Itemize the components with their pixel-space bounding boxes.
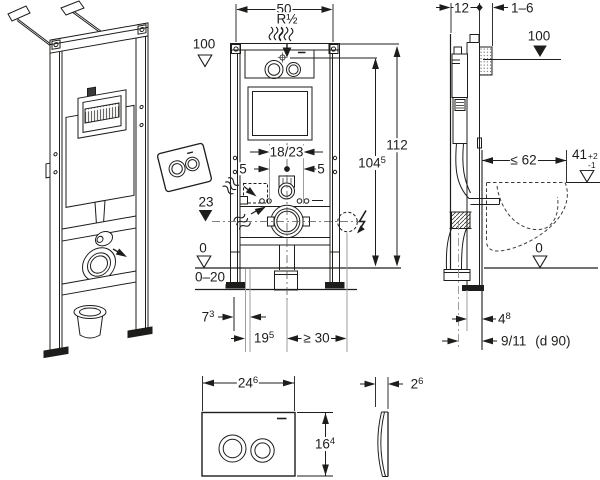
wc-bowl-outline <box>486 182 568 252</box>
dim-outlet-depth: 9/11(d 90) <box>500 333 572 349</box>
dim-finish-thickness: 1–6 <box>510 0 535 15</box>
dim-supply-offset: 18/23 <box>268 143 305 159</box>
actuation-shaft <box>479 46 493 76</box>
meter-mark-filled-23 <box>198 209 213 222</box>
dim-bowl-height: 41+2-1 <box>571 147 599 170</box>
dim-plate-thickness: 26 <box>409 375 425 391</box>
dim-plate-width: 246 <box>236 374 260 390</box>
dim-outlet-offset: 195 <box>252 330 276 346</box>
dim-outlet-wall-offset: 48 <box>497 311 512 327</box>
dim-bowl-depth: ≤ 62 <box>509 152 538 168</box>
dim-total-height: 112 <box>385 137 409 153</box>
side-view-drawing <box>436 3 600 350</box>
meter-mark-side-label: 100 <box>526 27 552 43</box>
electrical-connection-icon <box>337 210 367 234</box>
dim-five-left: 5 <box>238 160 248 176</box>
front-view-drawing <box>195 4 401 352</box>
meter-mark-filled-side <box>532 45 548 58</box>
meter-mark-open-bowl <box>579 169 595 183</box>
water-inlet-icon-left <box>220 175 260 200</box>
label-zero-side: 0 <box>534 239 544 255</box>
frame-3d-view <box>7 0 213 359</box>
dim-five-right: 5 <box>316 160 326 176</box>
label-zero-front: 0 <box>198 239 208 255</box>
dim-foot-offset: 73 <box>200 309 216 325</box>
actuator-plate-3d <box>156 142 213 193</box>
plate-front-drawing <box>201 376 333 477</box>
water-inlet-icon-top <box>268 26 294 58</box>
floor-drain-socket-3d <box>73 305 107 339</box>
dim-floor-range: 0–20 <box>193 269 227 285</box>
dim-outlet-height: 23 <box>197 194 215 210</box>
dim-frame-depth: 12 <box>452 0 471 15</box>
meter-mark-front-label: 100 <box>191 36 217 52</box>
meter-mark-open-zero-front <box>196 255 212 269</box>
meter-mark-open-front <box>197 54 213 68</box>
water-inlet-icon-bottom <box>232 203 269 232</box>
dim-side-clearance: ≥ 30 <box>302 330 331 346</box>
label-water-thread: R½ <box>275 11 299 27</box>
plate-side-drawing <box>360 377 403 477</box>
dim-plate-height: 164 <box>313 436 337 452</box>
meter-mark-open-zero-side <box>532 255 548 269</box>
dim-actuation-height: 1045 <box>357 155 387 171</box>
